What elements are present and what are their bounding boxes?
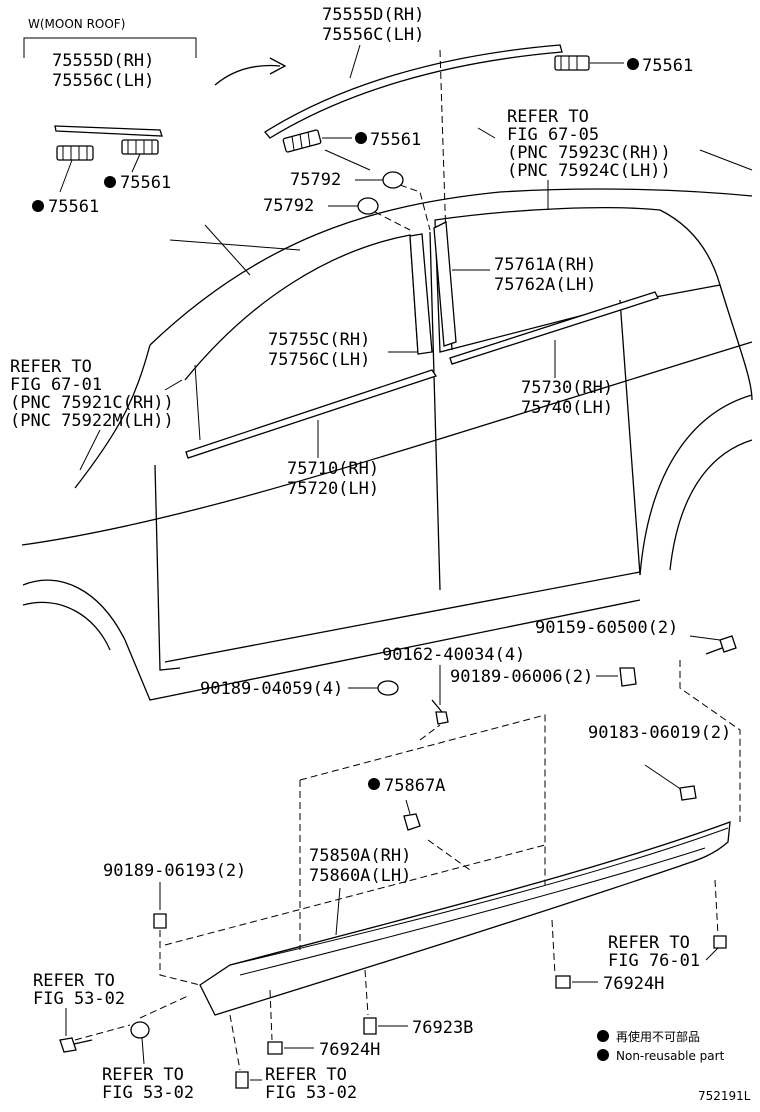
clip-90189-06006	[619, 667, 637, 687]
label-90189-06006: 90189-06006(2)	[450, 667, 593, 687]
grommet-53-02b	[130, 1021, 150, 1039]
label-75561-b: 75561	[120, 173, 171, 193]
label-75555d-rh-b: 75555D(RH)	[322, 5, 424, 25]
belt-molding-front	[185, 369, 438, 459]
legend-jp: 再使用不可部品	[616, 1029, 700, 1044]
label-75740: 75740(LH)	[521, 398, 613, 418]
non-reusable-dot	[368, 778, 380, 790]
refer-67-01-line2: FIG 67-01	[10, 375, 102, 395]
fastener-group: 90159-60500(2) 90162-40034(4) 90189-0600…	[103, 618, 737, 929]
bolt-90159	[719, 635, 737, 653]
clip-75561-d	[554, 55, 590, 71]
refer-76-01-line1: REFER TO	[608, 933, 690, 953]
label-75561-d: 75561	[370, 130, 421, 150]
refer-fig-67-05: REFER TO FIG 67-05 (PNC 75923C(RH)) (PNC…	[477, 107, 671, 210]
label-90189-04059: 90189-04059(4)	[200, 679, 343, 699]
pillar-garnish-group: 75761A(RH) 75762A(LH) 75755C(RH) 75756C(…	[268, 220, 596, 370]
legend: 再使用不可部品 Non-reusable part	[597, 1029, 725, 1063]
bolt-76-01	[713, 935, 727, 949]
refer-53-02c-line1: REFER TO	[265, 1065, 347, 1085]
pillar-garnish-75755c	[409, 233, 433, 355]
label-75756c: 75756C(LH)	[268, 350, 370, 370]
pillar-garnish-75761a	[433, 220, 457, 347]
refer-76-01-line2: FIG 76-01	[608, 951, 700, 971]
non-reusable-dot	[32, 200, 44, 212]
moon-roof-label: W(MOON ROOF)	[28, 17, 125, 31]
refer-67-05-line2: FIG 67-05	[507, 125, 599, 145]
clip-90189-06193	[153, 913, 167, 929]
refer-67-01-line4: (PNC 75922M(LH))	[10, 411, 174, 431]
legend-en: Non-reusable part	[616, 1049, 725, 1063]
label-75556c-lh-a: 75556C(LH)	[52, 71, 154, 91]
refer-53-02a-line1: REFER TO	[33, 971, 115, 991]
label-75720: 75720(LH)	[287, 479, 379, 499]
refer-67-05-line1: REFER TO	[507, 107, 589, 127]
label-75710: 75710(RH)	[287, 459, 379, 479]
clip-76924h-b	[267, 1041, 283, 1055]
lower-fasteners: REFER TO FIG 76-01 76924H REFER TO FIG 5…	[33, 933, 727, 1103]
non-reusable-dot	[104, 176, 116, 188]
screw-90162	[435, 711, 449, 725]
label-75761a: 75761A(RH)	[494, 255, 596, 275]
nut-90183	[679, 785, 697, 801]
clip-90189-04059	[377, 680, 399, 696]
label-75792-a: 75792	[290, 170, 341, 190]
label-75860a: 75860A(LH)	[309, 866, 411, 886]
label-75561-c: 75561	[48, 197, 99, 217]
rocker-panel-group: 75850A(RH) 75860A(LH)	[74, 660, 741, 1071]
moon-roof-group: W(MOON ROOF) 75555D(RH) 75556C(LH) 75561…	[23, 17, 287, 217]
label-76923b: 76923B	[412, 1018, 473, 1038]
refer-53-02b-line2: FIG 53-02	[102, 1083, 194, 1103]
refer-67-01-line1: REFER TO	[10, 357, 92, 377]
clip-75561-e	[282, 129, 322, 153]
clip-75867a	[403, 813, 421, 831]
refer-fig-67-01: REFER TO FIG 67-01 (PNC 75921C(RH)) (PNC…	[10, 357, 201, 471]
bolt-53-02a	[59, 1037, 77, 1053]
label-90162: 90162-40034(4)	[382, 645, 525, 665]
label-75792-b: 75792	[263, 196, 314, 216]
label-76924h-b: 76924H	[319, 1040, 380, 1060]
label-75556c-lh-b: 75556C(LH)	[322, 25, 424, 45]
legend-dot-icon	[597, 1030, 609, 1042]
label-90189-06193: 90189-06193(2)	[103, 861, 246, 881]
roof-molding-group: 75555D(RH) 75556C(LH) 75561 75561	[264, 5, 693, 241]
label-90159: 90159-60500(2)	[535, 618, 678, 638]
label-75850a: 75850A(RH)	[309, 846, 411, 866]
roof-drip-molding	[264, 44, 563, 139]
non-reusable-dot	[627, 58, 639, 70]
diagram-id: 752191L	[698, 1089, 751, 1103]
clip-75561-a	[56, 145, 94, 161]
label-75730: 75730(RH)	[521, 378, 613, 398]
arrow-icon	[214, 64, 281, 86]
label-75561-a: 75561	[642, 56, 693, 76]
label-76924h-a: 76924H	[603, 974, 664, 994]
legend-dot-icon	[597, 1049, 609, 1061]
clip-76923b	[363, 1017, 377, 1035]
belt-molding-rear	[449, 291, 659, 365]
label-90183: 90183-06019(2)	[588, 723, 731, 743]
belt-molding-group: 75730(RH) 75740(LH) 75710(RH) 75720(LH)	[185, 291, 659, 499]
refer-67-05-line4: (PNC 75924C(LH))	[507, 161, 671, 181]
label-75867a: 75867A	[384, 776, 445, 796]
refer-67-05-line3: (PNC 75923C(RH))	[507, 143, 671, 163]
label-75755c: 75755C(RH)	[268, 330, 370, 350]
bolt-53-02c	[235, 1071, 249, 1089]
clip-76924h-a	[555, 975, 571, 989]
label-75555d-rh-a: 75555D(RH)	[52, 51, 154, 71]
refer-67-01-line3: (PNC 75921C(RH))	[10, 393, 174, 413]
non-reusable-dot	[355, 132, 367, 144]
refer-53-02c-line2: FIG 53-02	[265, 1083, 357, 1103]
moon-roof-molding	[54, 125, 163, 137]
label-75762a: 75762A(LH)	[494, 275, 596, 295]
refer-53-02b-line1: REFER TO	[102, 1065, 184, 1085]
clip-75561-b	[121, 139, 159, 155]
clip-75792-group: 75792 75792	[263, 149, 431, 231]
refer-53-02a-line2: FIG 53-02	[33, 989, 125, 1009]
